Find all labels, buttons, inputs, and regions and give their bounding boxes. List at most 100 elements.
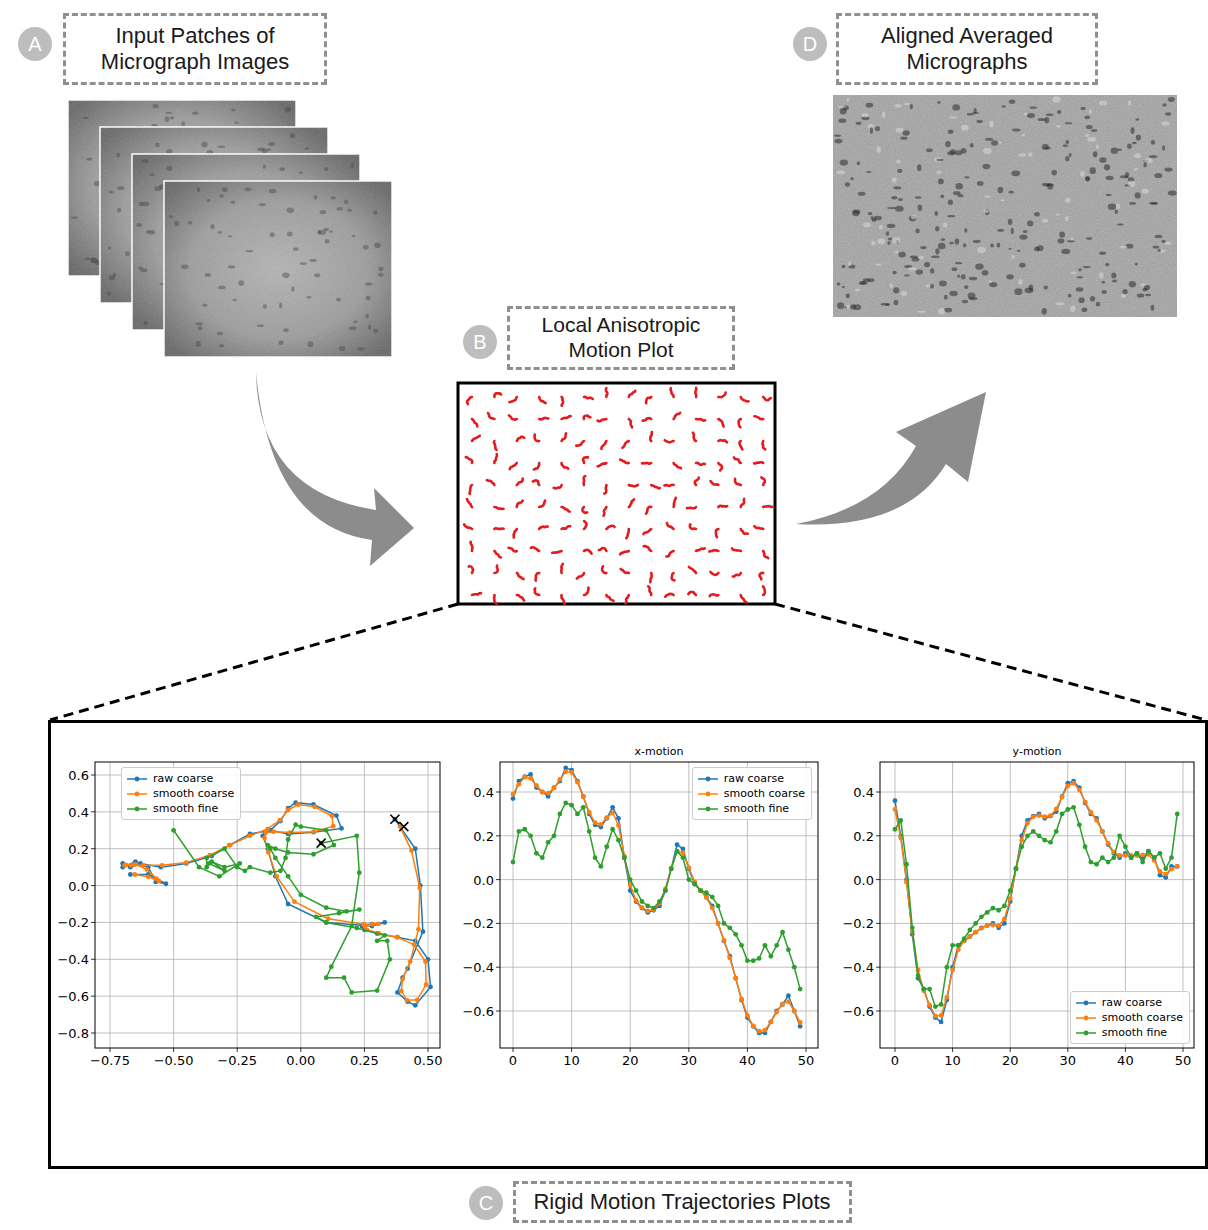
particle bbox=[983, 210, 989, 213]
particle bbox=[1037, 245, 1044, 251]
motion-vector bbox=[601, 441, 606, 449]
motion-vector bbox=[718, 463, 722, 471]
particle bbox=[871, 241, 875, 246]
tick-mark bbox=[496, 1011, 500, 1012]
particle bbox=[329, 231, 333, 233]
trajectory-point bbox=[967, 934, 972, 939]
tick-mark bbox=[91, 775, 95, 776]
motion-vector bbox=[674, 413, 681, 419]
trajectory-point bbox=[357, 907, 362, 912]
tick-mark bbox=[91, 996, 95, 997]
particle bbox=[930, 268, 934, 273]
trajectory-point bbox=[973, 930, 978, 935]
particle bbox=[1071, 272, 1077, 275]
motion-vector bbox=[718, 393, 725, 398]
trajectory-point bbox=[271, 829, 276, 834]
micrograph-ground bbox=[164, 181, 392, 357]
motion-vector bbox=[552, 551, 561, 553]
particle bbox=[887, 207, 896, 209]
trajectory-point bbox=[681, 855, 686, 860]
tick-label: −0.8 bbox=[57, 1027, 89, 1040]
legend-sample-dot bbox=[135, 791, 140, 796]
motion-vector bbox=[763, 505, 772, 509]
legend-sample-dot bbox=[1083, 1030, 1088, 1035]
particle bbox=[1096, 145, 1099, 149]
particle bbox=[983, 148, 991, 155]
flow-arrow bbox=[256, 372, 414, 566]
trajectory-point bbox=[563, 801, 568, 806]
trajectory-point bbox=[967, 934, 972, 939]
motion-vector bbox=[763, 586, 765, 595]
trajectory-point bbox=[634, 888, 639, 893]
particle bbox=[174, 220, 179, 226]
trajectory-point bbox=[640, 905, 645, 910]
trajectory-point bbox=[417, 885, 422, 890]
legend-sample-dot bbox=[135, 806, 140, 811]
trajectory-point bbox=[944, 995, 949, 1000]
particle bbox=[878, 238, 885, 244]
particle bbox=[877, 146, 881, 153]
tick-label: 0.2 bbox=[473, 829, 494, 842]
particle bbox=[1106, 176, 1114, 180]
particle bbox=[279, 303, 282, 309]
particle bbox=[857, 161, 860, 165]
motion-vector bbox=[695, 477, 699, 485]
particle bbox=[841, 265, 845, 269]
particle bbox=[378, 266, 383, 271]
legend-sample bbox=[126, 804, 148, 814]
particle bbox=[282, 273, 290, 278]
particle bbox=[231, 109, 235, 112]
particle bbox=[840, 159, 848, 165]
motion-vector bbox=[536, 573, 540, 581]
trajectory-point bbox=[745, 1013, 750, 1018]
particle bbox=[989, 121, 994, 128]
motion-vector bbox=[760, 573, 764, 580]
tick-mark bbox=[237, 1048, 238, 1052]
trajectory-point bbox=[996, 923, 1001, 928]
particle bbox=[263, 304, 267, 309]
trajectory-point bbox=[1135, 851, 1140, 856]
trajectory-point bbox=[511, 792, 516, 797]
trajectory-point bbox=[413, 1003, 418, 1008]
trajectory-point bbox=[171, 828, 176, 833]
motion-vector bbox=[494, 454, 497, 463]
particle bbox=[1130, 127, 1134, 134]
grid-line bbox=[880, 923, 1194, 924]
trajectory-point bbox=[1048, 813, 1053, 818]
motion-vector bbox=[763, 551, 768, 558]
tick-label: 40 bbox=[1117, 1054, 1134, 1067]
trajectory bbox=[893, 779, 1180, 1025]
particle bbox=[1162, 145, 1165, 150]
trajectory-point bbox=[268, 870, 273, 875]
trajectory-point bbox=[311, 852, 316, 857]
trajectory-point bbox=[1117, 853, 1122, 858]
legend-text: raw coarse bbox=[1102, 996, 1162, 1009]
trajectory bbox=[511, 801, 803, 992]
particle bbox=[146, 230, 151, 234]
particle bbox=[898, 198, 903, 201]
trajectory-point bbox=[616, 838, 621, 843]
particle bbox=[1008, 248, 1011, 250]
particle bbox=[1019, 263, 1025, 268]
axes-ground bbox=[500, 762, 818, 1048]
particle bbox=[948, 129, 954, 134]
particle bbox=[856, 122, 862, 125]
trajectory-point bbox=[424, 982, 429, 987]
trajectory-point bbox=[204, 856, 209, 861]
zoom-line bbox=[50, 604, 458, 720]
trajectory-point bbox=[129, 863, 134, 868]
particle bbox=[1023, 113, 1027, 115]
motion-vector bbox=[734, 457, 741, 463]
tick-mark bbox=[876, 923, 880, 924]
particle bbox=[997, 243, 1001, 248]
particle bbox=[1129, 202, 1136, 205]
particle bbox=[170, 117, 175, 120]
trajectory-point bbox=[344, 909, 349, 914]
particle bbox=[202, 304, 207, 307]
trajectory-point bbox=[893, 827, 898, 832]
particle bbox=[293, 247, 299, 251]
trajectory-point bbox=[248, 833, 253, 838]
trajectory-point bbox=[996, 908, 1001, 913]
particle bbox=[1076, 287, 1084, 291]
particle bbox=[871, 216, 874, 220]
